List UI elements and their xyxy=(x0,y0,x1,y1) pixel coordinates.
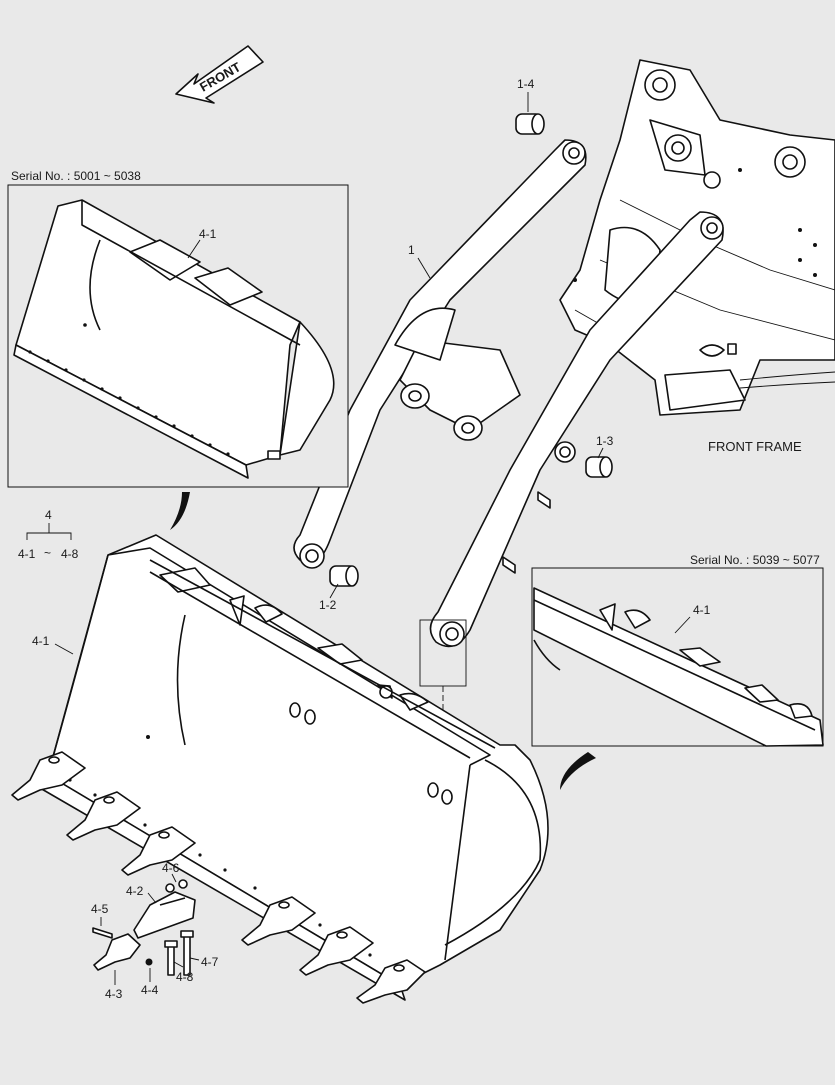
bushing-1-3 xyxy=(585,456,613,478)
callout-bucket: 4-1 xyxy=(32,634,74,655)
callout-adapter: 4-2 xyxy=(126,884,157,904)
callout-adapter-label: 4-2 xyxy=(126,884,144,898)
bucket-teeth xyxy=(11,751,426,1004)
inset-left-part-label: 4-1 xyxy=(199,227,217,241)
callout-pin: 4-5 xyxy=(91,902,109,926)
callout-pin-label: 4-5 xyxy=(91,902,109,916)
bucket-assembly xyxy=(11,534,549,1004)
assembly-tree: 4 4-1 ~ 4-8 xyxy=(18,508,79,561)
assembly-parent: 4 xyxy=(45,508,52,522)
exploded-tooth-assembly xyxy=(92,879,196,976)
callout-tooth: 4-3 xyxy=(105,970,123,1001)
callout-bushing-mid-label: 1-3 xyxy=(596,434,614,448)
callout-bushing-lower-label: 1-2 xyxy=(319,598,337,612)
assembly-range-start: 4-1 xyxy=(18,547,36,561)
inset-right: Serial No. : 5039 ~ 5077 4-1 xyxy=(531,553,824,790)
front-arrow: FRONT xyxy=(175,45,264,104)
loader-arms xyxy=(293,113,724,760)
callout-bushing-mid: 1-3 xyxy=(596,434,614,459)
callout-nut: 4-6 xyxy=(162,861,180,883)
bushing-1-2 xyxy=(329,565,359,587)
inset-left-serial: Serial No. : 5001 ~ 5038 xyxy=(11,169,141,183)
callout-bucket-label: 4-1 xyxy=(32,634,50,648)
inset-left-holes xyxy=(28,323,230,456)
callout-bolt-label: 4-7 xyxy=(201,955,219,969)
inset-right-part-label: 4-1 xyxy=(693,603,711,617)
callout-washer: 4-4 xyxy=(141,968,159,997)
callout-bushing-lower: 1-2 xyxy=(319,583,339,612)
callout-tooth-label: 4-3 xyxy=(105,987,123,1001)
front-frame-label: FRONT FRAME xyxy=(708,439,802,454)
callout-bushing-top-label: 1-4 xyxy=(517,77,535,91)
callout-lock-washer-label: 4-8 xyxy=(176,970,194,984)
inset-right-serial: Serial No. : 5039 ~ 5077 xyxy=(690,553,820,567)
assembly-range-sep: ~ xyxy=(44,546,51,560)
callout-bolt: 4-7 xyxy=(189,955,219,969)
callout-arm-label: 1 xyxy=(408,243,415,257)
callout-nut-label: 4-6 xyxy=(162,861,180,875)
callout-bushing-top: 1-4 xyxy=(517,77,535,112)
callout-lock-washer: 4-8 xyxy=(173,961,194,984)
bushing-1-4 xyxy=(515,113,545,135)
assembly-range-end: 4-8 xyxy=(61,547,79,561)
callout-washer-label: 4-4 xyxy=(141,983,159,997)
inset-left: Serial No. : 5001 ~ 5038 4-1 xyxy=(7,169,349,530)
callout-arm: 1 xyxy=(408,243,431,279)
